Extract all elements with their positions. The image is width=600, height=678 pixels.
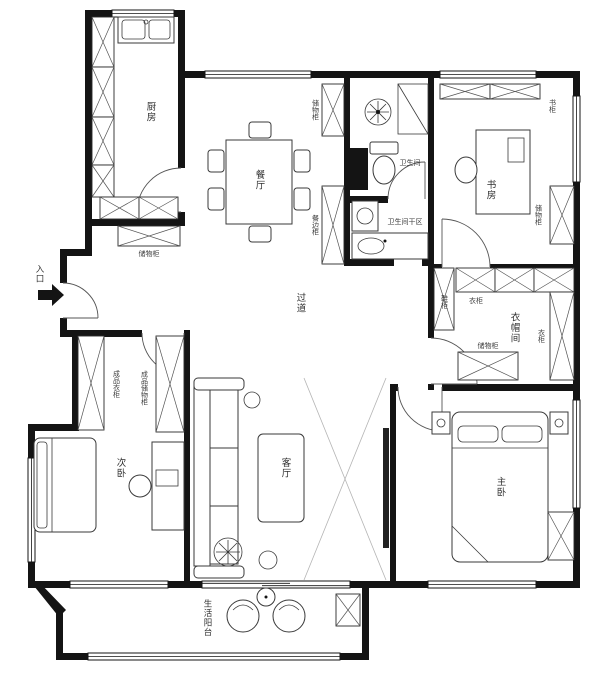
windows xyxy=(27,9,581,661)
window-bedroom-balcony xyxy=(69,580,169,589)
dining-table xyxy=(225,139,293,225)
room-balcony: 生活阳台 xyxy=(203,587,361,637)
cabinet-hatch xyxy=(91,66,115,118)
room-bathroom-dry: 卫生间干区 xyxy=(351,200,429,260)
cabinet-hatch xyxy=(321,83,345,137)
room-kitchen: 厨房 xyxy=(91,16,179,220)
cabinet-hatch xyxy=(549,185,575,245)
dining-label: 餐厅 xyxy=(254,169,266,191)
second-bedroom-label: 次卧 xyxy=(115,457,127,479)
cloakroom-storage-label: 储物柜 xyxy=(478,341,499,350)
shower-area xyxy=(397,83,429,135)
coffee-table xyxy=(257,433,305,523)
bedroom-wardrobe-label: 成品衣柜 xyxy=(113,369,121,399)
cabinet-hatch xyxy=(433,267,455,331)
cabinet-hatch xyxy=(439,83,491,100)
cabinet-hatch xyxy=(91,116,115,166)
vanity-sink xyxy=(351,232,429,260)
cabinet-hatch xyxy=(138,196,179,220)
room-master-bedroom: 主卧 xyxy=(431,411,575,563)
entrance: 入口 xyxy=(35,265,64,306)
master-bedroom-label: 主卧 xyxy=(495,476,507,498)
toilet xyxy=(369,141,399,185)
bathroom-label: 卫生间 xyxy=(400,158,421,167)
room-study: 书柜 储物柜 书房 xyxy=(439,83,575,245)
cabinet-hatch xyxy=(117,225,181,247)
study-storage-label: 储物柜 xyxy=(535,204,543,227)
bookcase-label: 书柜 xyxy=(549,98,557,114)
kitchen-sink xyxy=(117,16,175,44)
cabinet-hatch xyxy=(549,291,575,381)
floor-lamp xyxy=(243,391,261,409)
cloakroom-label: 衣帽间 xyxy=(509,312,521,344)
cabinet-hatch xyxy=(455,267,496,293)
entry-storage-label: 储物柜 xyxy=(139,249,160,258)
room-living: 客厅 xyxy=(193,377,389,581)
cabinet-hatch xyxy=(99,196,140,220)
dining-storage-label: 储物柜 xyxy=(312,99,320,122)
room-bathroom: 卫生间 xyxy=(350,83,429,190)
nightstand-left xyxy=(431,411,451,435)
room-second-bedroom: 成品衣柜 成品储物柜 次卧 xyxy=(33,335,185,533)
cabinet-hatch xyxy=(489,83,541,100)
shoe-cabinet-label: 鞋柜 xyxy=(441,294,449,310)
balcony-table xyxy=(256,587,276,607)
wardrobe-top-label: 衣柜 xyxy=(469,296,483,305)
bedroom-desk xyxy=(128,441,185,531)
study-desk xyxy=(454,129,531,215)
cabinet-hatch xyxy=(77,335,105,431)
hallway-label: 过道 xyxy=(295,292,307,314)
balcony-label: 生活阳台 xyxy=(203,598,213,637)
study-door xyxy=(441,218,491,268)
entry-door xyxy=(62,282,99,319)
bathroom-door xyxy=(387,161,426,200)
exhaust-fan-icon xyxy=(364,98,392,126)
bathroom-dry-label: 卫生间干区 xyxy=(388,217,423,226)
study-label: 书房 xyxy=(485,180,497,201)
entrance-arrow-icon xyxy=(38,284,64,306)
bedroom-storage-label: 成品储物柜 xyxy=(141,370,149,407)
second-bed xyxy=(33,437,97,533)
cabinet-hatch xyxy=(533,267,575,293)
window-kitchen-top xyxy=(111,9,175,18)
tv xyxy=(383,428,389,548)
wardrobe-side-label: 衣柜 xyxy=(538,328,546,344)
side-table xyxy=(258,550,278,570)
window-master-bottom xyxy=(427,580,537,589)
kitchen-label: 厨房 xyxy=(145,102,157,123)
window-master-right xyxy=(572,399,581,509)
cabinet-hatch xyxy=(457,351,519,381)
cabinet-hatch xyxy=(335,593,361,627)
sideboard-label: 餐边柜 xyxy=(312,214,320,237)
room-dining: 储物柜 餐边柜 餐厅 xyxy=(207,83,345,265)
window-study-right xyxy=(572,95,581,183)
sofa xyxy=(193,377,245,579)
cabinet-hatch xyxy=(155,335,185,433)
nightstand-right xyxy=(549,411,569,435)
duct xyxy=(350,148,368,190)
cabinet-hatch xyxy=(91,16,115,68)
sliding-door-living-balcony xyxy=(201,580,351,589)
cabinet-hatch xyxy=(91,164,115,198)
cabinet-hatch xyxy=(547,511,575,561)
balcony-chair-right xyxy=(272,599,306,633)
window-study-top xyxy=(439,70,537,79)
master-bed xyxy=(451,411,549,563)
washing-machine xyxy=(351,200,379,232)
entrance-label: 入口 xyxy=(35,265,45,284)
room-cloakroom: 鞋柜 衣柜 衣柜 储物柜 衣帽间 xyxy=(433,267,575,381)
window-dining-top xyxy=(204,70,312,79)
diagonal-wall xyxy=(30,581,66,617)
cabinet-hatch xyxy=(321,185,345,265)
window-balcony-bottom xyxy=(87,652,341,661)
cabinet-hatch xyxy=(494,267,535,293)
balcony-chair-left xyxy=(226,599,260,633)
entry-hall: 储物柜 xyxy=(117,225,181,258)
plant xyxy=(213,537,243,567)
living-room-label: 客厅 xyxy=(280,457,292,479)
